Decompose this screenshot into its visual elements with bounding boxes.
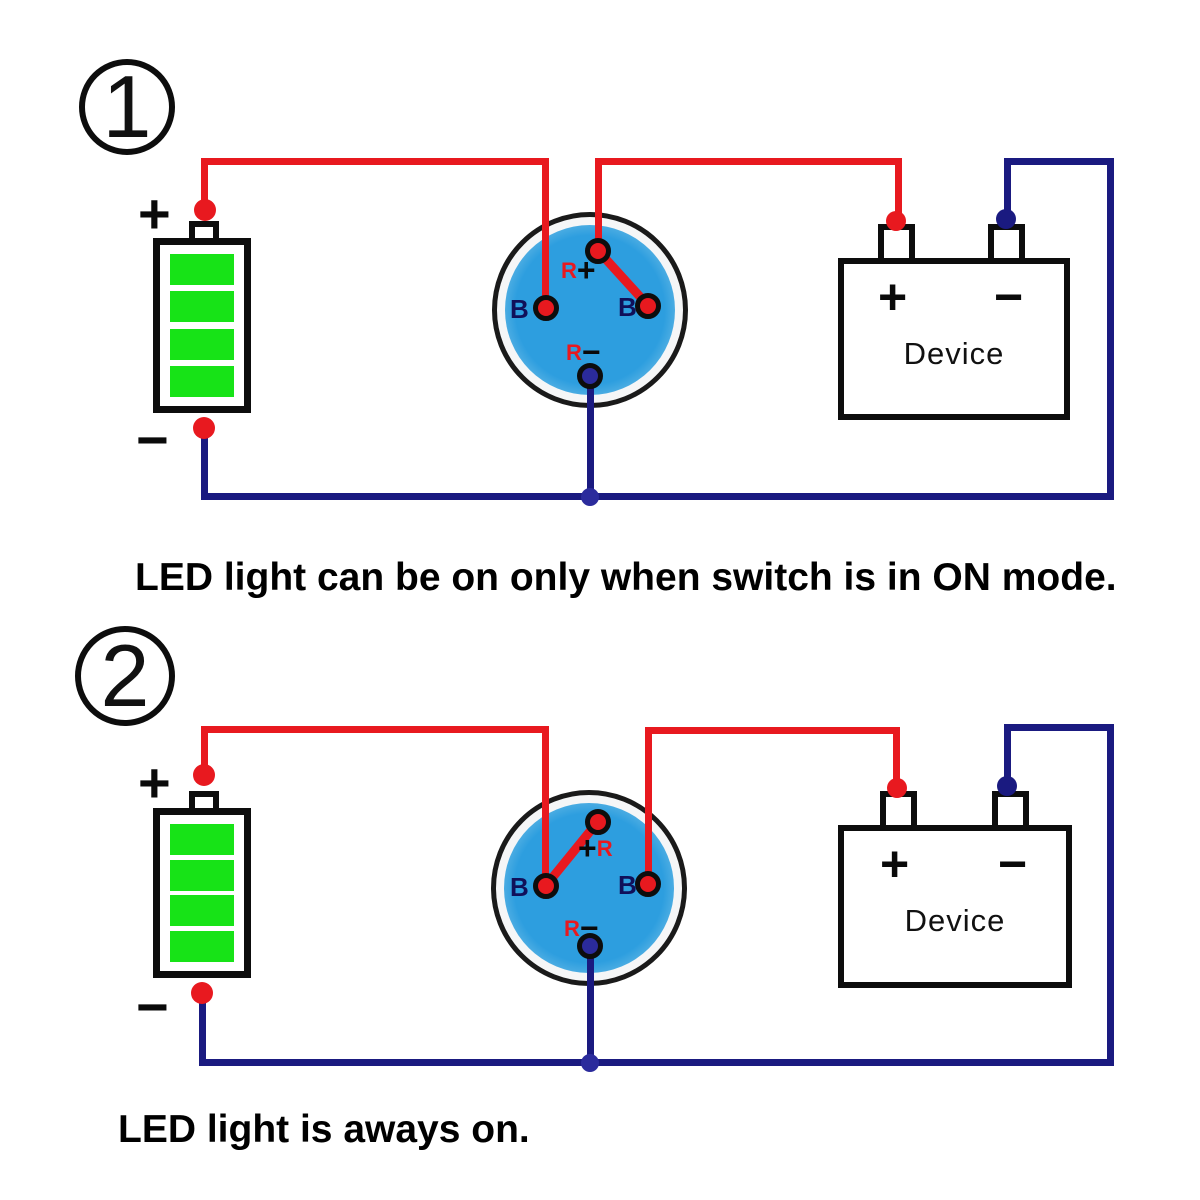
- device2-negative-sign: −: [998, 836, 1028, 892]
- battery1-cell: [170, 365, 234, 397]
- battery2: [153, 808, 251, 978]
- switch1-led-positive-r: R: [561, 258, 577, 283]
- wire2-battery-positive-up: [201, 726, 208, 775]
- battery2-cell: [170, 930, 234, 962]
- wire1-negative-bottom-rail: [201, 493, 1114, 500]
- wire1-down-to-device-negative: [1004, 158, 1011, 222]
- wire1-down-to-left-b: [542, 158, 549, 311]
- battery1-positive-sign: +: [138, 182, 171, 245]
- wire2-right-b-to-device-rail: [645, 727, 900, 734]
- wire1-down-to-device-positive: [895, 158, 902, 224]
- wire2-down-to-device-negative: [1004, 724, 1011, 788]
- wire1-led-negative-down: [587, 378, 594, 500]
- device2: Device: [838, 825, 1072, 988]
- switch2-led-negative-label: R −: [564, 912, 599, 944]
- wire1-negative-top-right-rail: [1004, 158, 1114, 165]
- battery1-cell: [170, 291, 234, 323]
- wire1-negative-right-riser: [1107, 158, 1114, 500]
- battery2-cell: [170, 895, 234, 927]
- device2-positive-connection-dot: [887, 778, 907, 798]
- diagram1-number-badge: 1: [79, 59, 175, 155]
- wire2-negative-right-riser: [1107, 724, 1114, 1066]
- switch2-led-negative-terminal: [577, 933, 603, 959]
- switch1-left-b-label: B: [510, 294, 529, 324]
- switch1-led-negative-label: R −: [566, 336, 601, 368]
- battery1-positive-dot: [194, 199, 216, 221]
- battery2-negative-dot: [191, 982, 213, 1004]
- switch1-led-positive-label: R +: [561, 254, 596, 286]
- wire2-negative-bottom-rail: [199, 1059, 1114, 1066]
- battery1-cell: [170, 328, 234, 360]
- wire2-positive-top-rail: [201, 726, 549, 733]
- device1-positive-sign: +: [878, 269, 908, 325]
- switch2-led-negative-minus: −: [579, 910, 599, 946]
- switch2-led-positive-terminal: [585, 809, 611, 835]
- switch1-led-negative-terminal: [577, 363, 603, 389]
- switch1-led-negative-minus: −: [581, 334, 601, 370]
- device2-label: Device: [904, 903, 1006, 938]
- wire2-negative-top-right-rail: [1004, 724, 1114, 731]
- device1-negative-sign: −: [994, 269, 1024, 325]
- switch1-right-b-terminal: [635, 293, 661, 319]
- wire1-positive-top-rail: [201, 158, 549, 165]
- battery2-negative-sign: −: [136, 975, 169, 1038]
- battery2-cell: [170, 859, 234, 891]
- battery1-terminal-nub: [189, 221, 219, 241]
- device1-positive-connection-dot: [886, 211, 906, 231]
- battery1-negative-dot: [193, 417, 215, 439]
- switch1-led-positive-terminal: [585, 238, 611, 264]
- battery1: [153, 238, 251, 413]
- wire1-led-to-device-rail: [595, 158, 902, 165]
- switch2-left-b-terminal: [533, 873, 559, 899]
- battery1-negative-sign: −: [136, 408, 169, 471]
- diagram2-caption: LED light is aways on.: [118, 1108, 530, 1151]
- battery2-positive-dot: [193, 764, 215, 786]
- diagram2-number-badge: 2: [75, 626, 175, 726]
- device1-label: Device: [903, 336, 1005, 371]
- wire1-battery-positive-up: [201, 160, 208, 210]
- battery2-cell: [170, 824, 234, 855]
- switch2-right-b-label: B: [618, 870, 637, 900]
- switch2-right-b-terminal: [635, 871, 661, 897]
- wire2-up-from-right-b: [645, 727, 652, 887]
- wire2-junction-dot: [581, 1054, 599, 1072]
- switch1-right-b-label: B: [618, 292, 637, 322]
- wire1-down-to-led-positive: [595, 158, 602, 254]
- switch1-left-b-terminal: [533, 295, 559, 321]
- device1: Device: [838, 258, 1070, 420]
- battery1-cell: [170, 254, 234, 285]
- switch1-led-positive-plus: +: [576, 252, 596, 288]
- switch2-led-positive-plus: +: [578, 830, 597, 866]
- wire2-battery-negative-down: [199, 991, 206, 1066]
- diagram1-caption: LED light can be on only when switch is …: [135, 556, 1117, 599]
- wire2-led-negative-down: [587, 948, 594, 1066]
- device2-negative-connection-dot: [997, 776, 1017, 796]
- switch2-left-b-label: B: [510, 872, 529, 902]
- wire2-down-to-device-positive: [893, 727, 900, 792]
- wire1-junction-dot: [581, 488, 599, 506]
- wire1-battery-negative-down: [201, 426, 208, 500]
- switch2-led-positive-label: + R: [578, 832, 613, 864]
- diagram1-number: 1: [102, 57, 152, 156]
- battery2-terminal-nub: [189, 791, 219, 811]
- switch2-led-positive-r: R: [596, 836, 613, 861]
- diagram2-number: 2: [100, 626, 150, 725]
- battery2-positive-sign: +: [138, 751, 171, 814]
- device2-positive-sign: +: [880, 836, 910, 892]
- switch1-led-negative-r: R: [566, 340, 582, 365]
- device1-negative-connection-dot: [996, 209, 1016, 229]
- wire2-down-to-left-b: [542, 726, 549, 889]
- switch2-led-negative-r: R: [564, 916, 580, 941]
